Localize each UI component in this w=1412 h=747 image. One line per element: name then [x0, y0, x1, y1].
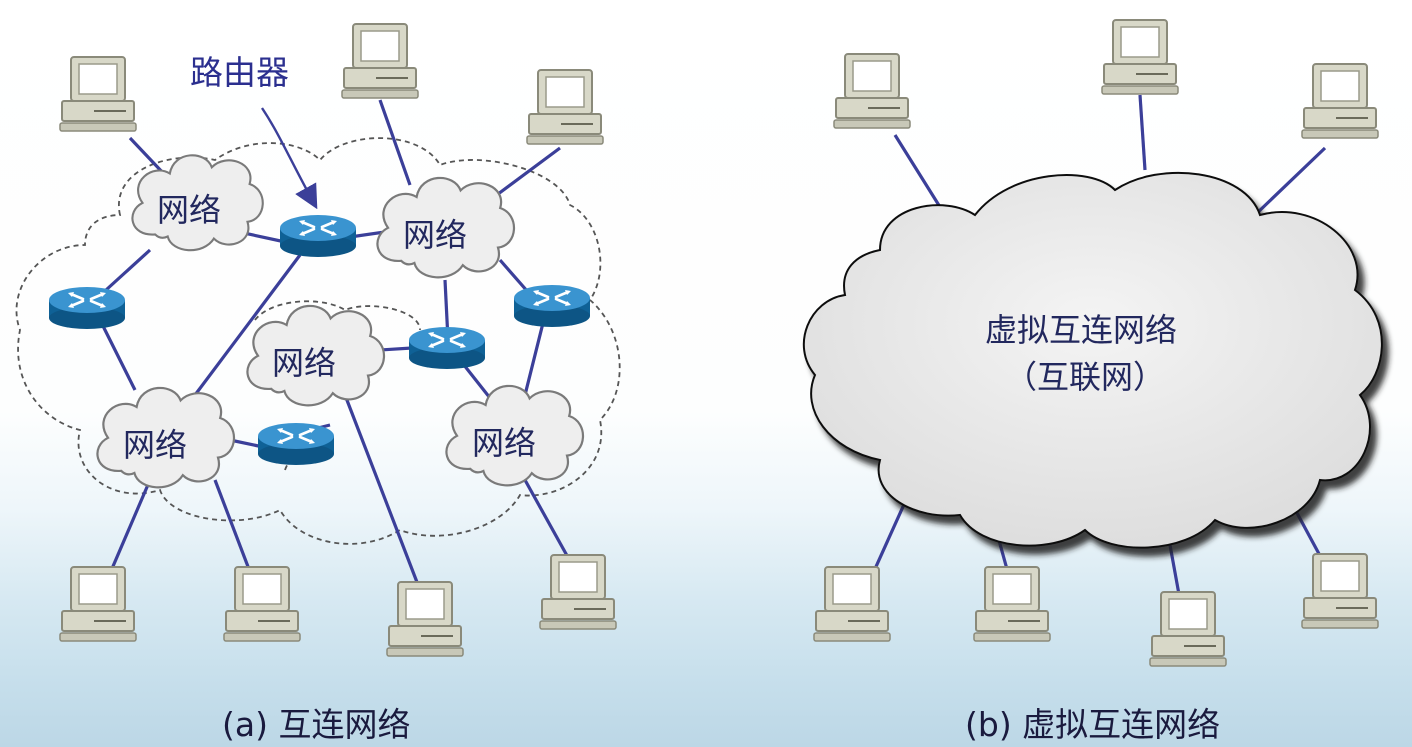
virtual-network-subtitle: （互联网） [1005, 358, 1166, 396]
router-icon [278, 213, 358, 259]
computer-icon [813, 566, 891, 642]
dashed-region-outline [15, 137, 621, 545]
computer-icon [973, 566, 1051, 642]
router-icon [256, 421, 336, 467]
network-label: 网络 [123, 426, 188, 464]
computer-icon [1301, 63, 1379, 139]
caption-b: (b) 虚拟互连网络 [965, 705, 1221, 744]
computer-icon [1101, 19, 1179, 95]
virtual-network-cloud [802, 171, 1383, 549]
router-icon [407, 325, 487, 371]
network-label: 网络 [157, 191, 222, 229]
router-pointer-arrow [261, 107, 318, 210]
computer-icon [341, 23, 419, 99]
computer-icon [539, 554, 617, 630]
computer-icon [59, 56, 137, 132]
router-label: 路由器 [190, 53, 289, 92]
computer-icon [833, 53, 911, 129]
computer-icon [386, 581, 464, 657]
network-label: 网络 [472, 424, 537, 462]
network-label: 网络 [403, 216, 468, 254]
computer-icon [1149, 591, 1227, 667]
router-icon [512, 283, 592, 329]
computer-icon [223, 566, 301, 642]
caption-a: (a) 互连网络 [222, 705, 411, 744]
router-icon [47, 285, 127, 331]
virtual-network-title: 虚拟互连网络 [985, 311, 1178, 349]
computer-icon [1301, 553, 1379, 629]
computer-icon [59, 566, 137, 642]
computer-icon [526, 69, 604, 145]
network-label: 网络 [272, 344, 337, 382]
